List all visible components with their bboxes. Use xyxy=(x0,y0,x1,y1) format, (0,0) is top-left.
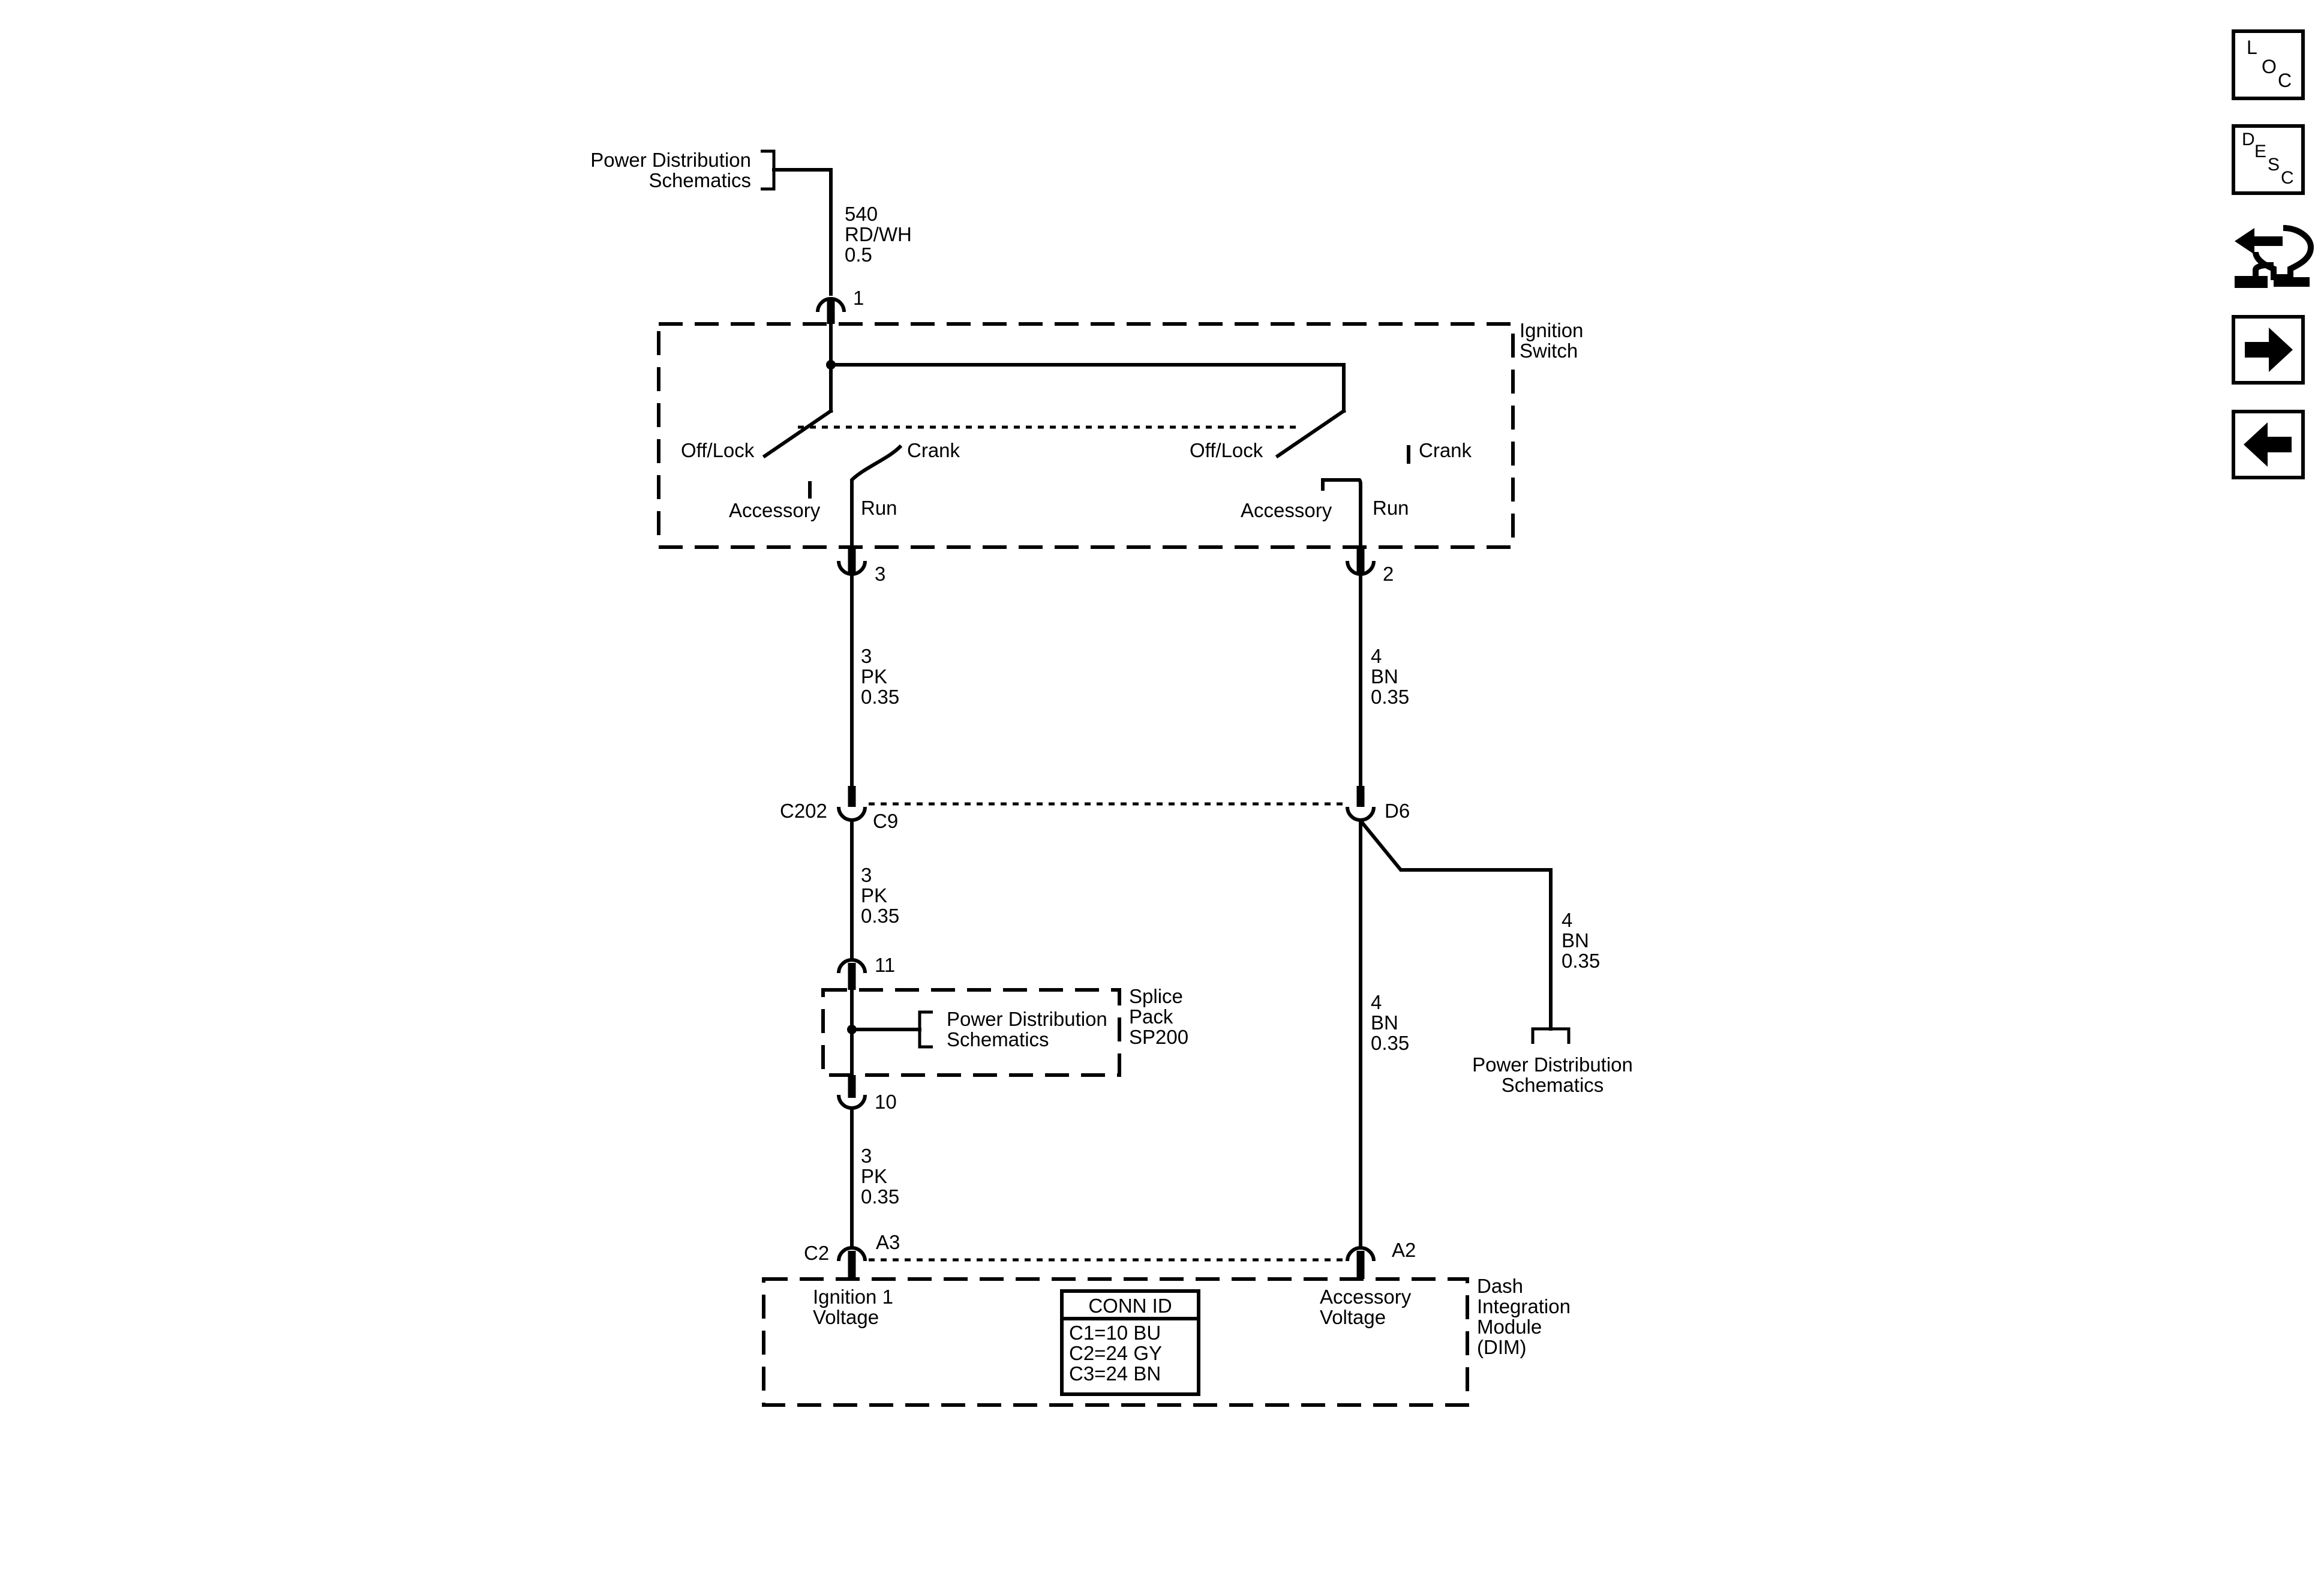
loc-letter: O xyxy=(2262,56,2277,77)
wire-540-gauge: 0.5 xyxy=(845,244,872,266)
ignition-switch-name-line1: Ignition xyxy=(1520,319,1583,341)
wire-540-color: RD/WH xyxy=(845,223,912,245)
desc-letter: E xyxy=(2254,142,2266,161)
wire-pk-2-gauge: 0.35 xyxy=(861,905,899,927)
desc-letter: D xyxy=(2242,130,2255,149)
arrow-left-icon[interactable] xyxy=(2232,410,2305,479)
ignition-switch: 1 Off/Lock Crank Accessory Run Off/Lock … xyxy=(657,287,1583,585)
wire-pk-3-label: 3 PK 0.35 xyxy=(861,1145,899,1208)
loc-button[interactable]: L O C xyxy=(2232,29,2305,100)
right-run-label: Run xyxy=(1373,497,1409,519)
wire-pk-3-circuit: 3 xyxy=(861,1145,872,1167)
left-run-label: Run xyxy=(861,497,897,519)
dim-box xyxy=(762,1277,1469,1407)
right-crank-label: Crank xyxy=(1419,439,1472,461)
ignition-switch-name-line2: Switch xyxy=(1520,340,1578,362)
wire-pk-2-circuit: 3 xyxy=(861,864,872,886)
splice-name-line2: Pack xyxy=(1129,1005,1173,1028)
dim-name-line4: (DIM) xyxy=(1477,1336,1526,1358)
wire-bn-1-label: 4 BN 0.35 xyxy=(1371,645,1409,708)
c202-connector: C202 C9 D6 xyxy=(780,786,1410,832)
ignition-switch-pin2: 2 xyxy=(1383,563,1394,585)
desc-button[interactable]: D E S C xyxy=(2232,124,2305,195)
wire-bn-3-gauge: 0.35 xyxy=(1562,950,1600,972)
conn-id-title: CONN ID xyxy=(1088,1295,1172,1317)
splice-name-line1: Splice xyxy=(1129,985,1183,1007)
conn-id-row: C1=10 BU xyxy=(1069,1322,1161,1344)
wire-pk-3-gauge: 0.35 xyxy=(861,1185,899,1208)
dim-input-right-line2: Voltage xyxy=(1320,1306,1386,1328)
wire-bn-3-circuit: 4 xyxy=(1562,909,1572,931)
top-ref-line2: Schematics xyxy=(648,169,751,191)
arrow-right-icon[interactable] xyxy=(2232,315,2305,385)
wire-pk-1-label: 3 PK 0.35 xyxy=(861,645,899,708)
wire-bn-2-label: 4 BN 0.35 xyxy=(1371,991,1409,1054)
ignition-switch-pin1-terminal xyxy=(816,297,846,313)
wire-bn-2-color: BN xyxy=(1371,1011,1398,1034)
splice-pack-sp200: 11 Power Distribution Schematics Splice … xyxy=(821,954,1188,1113)
loc-letter: L xyxy=(2247,37,2257,58)
splice-ref-line2: Schematics xyxy=(947,1028,1049,1050)
wire-bn-3-label: 4 BN 0.35 xyxy=(1562,909,1600,972)
dim-pin-a2: A2 xyxy=(1392,1239,1416,1261)
splice-pin-11: 11 xyxy=(875,954,895,976)
right-off-lock-label: Off/Lock xyxy=(1190,439,1263,461)
conn-id-row: C3=24 BN xyxy=(1069,1362,1161,1385)
left-accessory-label: Accessory xyxy=(729,499,821,521)
c202-pin-d6: D6 xyxy=(1385,800,1410,822)
wire-bn-1-circuit: 4 xyxy=(1371,645,1382,667)
wire-pk-3-color: PK xyxy=(861,1165,887,1187)
ignition-switch-pin3: 3 xyxy=(875,563,885,585)
dim-input-right-line1: Accessory xyxy=(1320,1286,1412,1308)
right-power-distribution-ref: Power Distribution Schematics xyxy=(1472,1027,1633,1096)
right-ref-line2: Schematics xyxy=(1502,1074,1604,1096)
wire-bn-branch xyxy=(1358,818,1553,1031)
wire-bn-2-gauge: 0.35 xyxy=(1371,1032,1409,1054)
c202-pin-c9: C9 xyxy=(873,810,898,832)
dim-connector-c2: C2 A3 A2 xyxy=(804,1231,1416,1279)
splice-pack-box xyxy=(821,988,1121,1077)
dim-input-left-line2: Voltage xyxy=(813,1306,879,1328)
top-ref-line1: Power Distribution xyxy=(590,149,751,171)
right-ref-line1: Power Distribution xyxy=(1472,1053,1633,1076)
splice-ref-line1: Power Distribution xyxy=(947,1008,1107,1030)
dim-pin-a3: A3 xyxy=(876,1231,900,1253)
harness-connector-icon[interactable] xyxy=(2235,225,2314,288)
dim-connector-name: C2 xyxy=(804,1242,829,1264)
conn-id-row: C2=24 GY xyxy=(1069,1342,1162,1364)
left-crank-label: Crank xyxy=(907,439,960,461)
loc-letter: C xyxy=(2278,70,2292,91)
desc-letter: S xyxy=(2268,155,2280,175)
wire-bn-1-gauge: 0.35 xyxy=(1371,686,1409,708)
dim-name-line1: Dash xyxy=(1477,1275,1523,1297)
wire-pk-1-color: PK xyxy=(861,665,887,688)
dash-integration-module: Ignition 1 Voltage Accessory Voltage Das… xyxy=(762,1275,1571,1407)
wire-540-circuit: 540 xyxy=(845,203,878,225)
right-accessory-label: Accessory xyxy=(1241,499,1332,521)
wire-bn-2-circuit: 4 xyxy=(1371,991,1382,1013)
splice-pin-10: 10 xyxy=(875,1091,897,1113)
wire-pk-2-color: PK xyxy=(861,884,887,906)
dim-name-line2: Integration xyxy=(1477,1295,1571,1317)
wire-bn-1-color: BN xyxy=(1371,665,1398,688)
splice-name-line3: SP200 xyxy=(1129,1026,1188,1048)
ignition-switch-pin1: 1 xyxy=(853,287,864,309)
left-off-lock-label: Off/Lock xyxy=(681,439,755,461)
top-power-distribution-ref: Power Distribution Schematics xyxy=(590,149,833,296)
wire-pk-1-circuit: 3 xyxy=(861,645,872,667)
conn-id-table: CONN ID C1=10 BU C2=24 GY C3=24 BN xyxy=(1060,1289,1200,1396)
wire-bn-3-color: BN xyxy=(1562,929,1589,951)
wire-540-label: 540 RD/WH 0.5 xyxy=(845,203,912,266)
wire-pk-2-label: 3 PK 0.35 xyxy=(861,864,899,927)
wire-pk-1-gauge: 0.35 xyxy=(861,686,899,708)
dim-input-left-line1: Ignition 1 xyxy=(813,1286,893,1308)
nav-toolbar: L O C D E S C xyxy=(2232,29,2314,479)
desc-letter: C xyxy=(2281,168,2294,188)
c202-name: C202 xyxy=(780,800,827,822)
dim-name-line3: Module xyxy=(1477,1316,1542,1338)
